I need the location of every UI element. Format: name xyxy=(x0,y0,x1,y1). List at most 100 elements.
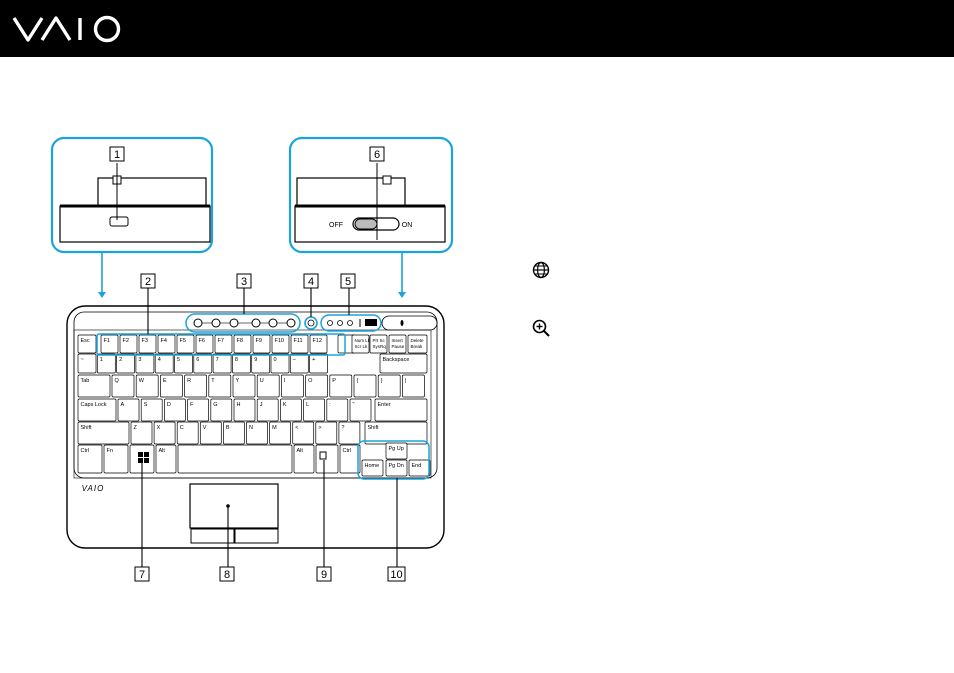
key-num-4[interactable]: 4 xyxy=(154,353,174,374)
key-num-10[interactable]: 0 xyxy=(270,353,290,374)
key-fn-0[interactable]: Esc xyxy=(77,334,97,354)
key-home[interactable]: Home xyxy=(361,459,384,477)
shortcut-button-1[interactable] xyxy=(193,318,203,328)
s1-button[interactable] xyxy=(268,318,278,328)
key-z-7[interactable]: < xyxy=(292,421,315,445)
key-z-6[interactable]: M xyxy=(269,421,291,445)
key-z-9[interactable]: ? xyxy=(338,421,361,445)
key-z-1[interactable]: X xyxy=(153,421,176,445)
key-label: F6 xyxy=(199,338,205,344)
key-ctrl-right[interactable]: Ctrl xyxy=(339,444,361,474)
key-shift-left[interactable]: Shift xyxy=(77,421,130,445)
key-q-6[interactable]: U xyxy=(256,374,280,398)
key-a-10[interactable]: " xyxy=(349,398,372,422)
back-button[interactable] xyxy=(211,318,221,328)
key-num-0[interactable]: ~ xyxy=(77,353,97,374)
power-button[interactable] xyxy=(304,316,318,330)
key-a-0[interactable]: A xyxy=(117,398,140,422)
key-a-1[interactable]: S xyxy=(140,398,163,422)
key-a-6[interactable]: J xyxy=(256,398,279,422)
key-alt-left[interactable]: Alt xyxy=(155,444,177,474)
key-backspace[interactable]: Backspace xyxy=(379,353,428,374)
key-q-5[interactable]: Y xyxy=(232,374,256,398)
key-a-9[interactable]: : xyxy=(326,398,349,422)
key-label: Fn xyxy=(107,448,113,454)
key-pgdn[interactable]: Pg Dn xyxy=(385,459,408,477)
key-q-8[interactable]: O xyxy=(305,374,328,398)
key-num-6[interactable]: 6 xyxy=(193,353,213,374)
key-label: Num Lk xyxy=(355,338,371,343)
key-fn-7[interactable]: F7 xyxy=(214,334,233,354)
key-fn-6[interactable]: F6 xyxy=(195,334,214,354)
key-z-2[interactable]: C xyxy=(176,421,199,445)
key-q-11[interactable]: } xyxy=(377,374,401,398)
key-enter[interactable]: Enter xyxy=(374,398,428,422)
vaio-logo xyxy=(12,15,121,43)
key-num-2[interactable]: 2 xyxy=(116,353,135,374)
key-fn-2[interactable]: F2 xyxy=(119,334,138,354)
key-num-12[interactable]: + xyxy=(309,353,328,374)
key-z-3[interactable]: V xyxy=(199,421,222,445)
key-q-7[interactable]: I xyxy=(281,374,304,398)
key-a-8[interactable]: L xyxy=(303,398,325,422)
key-pgup[interactable]: Pg Up xyxy=(385,442,408,460)
touchpad-right-button[interactable] xyxy=(234,528,279,544)
key-tab[interactable]: Tab xyxy=(77,374,111,398)
key-num-3[interactable]: 3 xyxy=(135,353,155,374)
touchpad[interactable] xyxy=(189,483,279,529)
key-fn-5[interactable]: F5 xyxy=(176,334,195,354)
key-fn-4[interactable]: F4 xyxy=(157,334,176,354)
key-a-2[interactable]: D xyxy=(164,398,186,422)
key-num-8[interactable]: 8 xyxy=(232,353,251,374)
key-num-1[interactable]: 1 xyxy=(96,353,116,374)
key-num-5[interactable]: 5 xyxy=(174,353,193,374)
s2-button[interactable] xyxy=(286,318,296,328)
key-q-3[interactable]: R xyxy=(184,374,207,398)
touchpad-left-button[interactable] xyxy=(190,528,235,544)
key-fn-1[interactable]: F1 xyxy=(100,334,119,354)
key-alt-right[interactable]: Alt xyxy=(293,444,315,474)
key-num-7[interactable]: 7 xyxy=(212,353,232,374)
key-q-2[interactable]: E xyxy=(160,374,183,398)
key-fn[interactable]: Fn xyxy=(103,444,129,474)
key-fn-8[interactable]: F8 xyxy=(233,334,252,354)
key-num-9[interactable]: 9 xyxy=(251,353,271,374)
key-q-10[interactable]: { xyxy=(353,374,377,398)
key-z-4[interactable]: B xyxy=(223,421,245,445)
key-fn-3[interactable]: F3 xyxy=(138,334,157,354)
key-label: Pause xyxy=(392,344,405,349)
key-q-1[interactable]: W xyxy=(135,374,159,398)
key-q-4[interactable]: T xyxy=(208,374,232,398)
key-caps[interactable]: Caps Lock xyxy=(77,398,117,422)
key-fn-9[interactable]: F9 xyxy=(252,334,271,354)
key-z-5[interactable]: N xyxy=(246,421,268,445)
key-q-9[interactable]: P xyxy=(329,374,353,398)
key-a-4[interactable]: G xyxy=(210,398,233,422)
key-q-0[interactable]: Q xyxy=(111,374,135,398)
key-q-12[interactable]: | xyxy=(402,374,425,398)
key-ctrl-left[interactable]: Ctrl xyxy=(77,444,103,474)
key-a-3[interactable]: F xyxy=(187,398,209,422)
forward-button[interactable] xyxy=(229,318,239,328)
key-menu[interactable] xyxy=(315,444,339,474)
key-end[interactable]: End xyxy=(408,459,431,477)
key-label: I xyxy=(284,378,286,384)
key-z-8[interactable]: > xyxy=(315,421,338,445)
key-a-5[interactable]: H xyxy=(233,398,256,422)
key-label: 2 xyxy=(119,357,122,363)
shortcut-buttons xyxy=(193,318,296,328)
key-fn-12[interactable]: F12 xyxy=(309,334,328,354)
key-z-0[interactable]: Z xyxy=(130,421,153,445)
key-a-7[interactable]: K xyxy=(280,398,302,422)
key-fn-10[interactable]: F10 xyxy=(271,334,290,354)
zoom-button[interactable] xyxy=(251,318,261,328)
key-label: Shift xyxy=(368,425,379,431)
key-fn-11[interactable]: F11 xyxy=(290,334,309,354)
callout-number: 3 xyxy=(241,276,247,288)
key-space[interactable] xyxy=(177,444,293,474)
key-num-11[interactable]: – xyxy=(289,353,309,374)
